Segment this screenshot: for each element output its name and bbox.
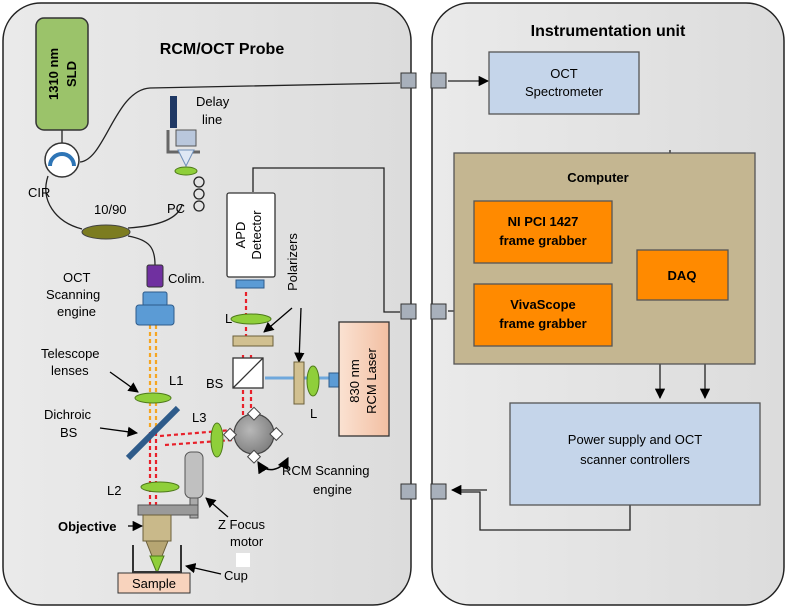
connector-mid-left — [400, 303, 417, 320]
telescope-label-1: Telescope — [41, 346, 100, 361]
l3-label: L3 — [192, 410, 206, 425]
z-focus-label-1: Z Focus — [218, 517, 265, 532]
dichroic-label-1: Dichroic — [44, 407, 91, 422]
ni-pci-box — [473, 200, 613, 264]
circulator — [44, 142, 80, 178]
objective-body — [142, 514, 172, 542]
lens-l-right — [306, 365, 320, 397]
apd-window — [235, 279, 265, 289]
telescope-label-2: lenses — [51, 363, 89, 378]
collimator — [146, 264, 164, 288]
oct-spectrometer-box — [488, 51, 640, 115]
dichroic-beamsplitter — [125, 405, 181, 461]
sample-label: Sample — [132, 576, 176, 591]
sld-label-line1: 1310 nm — [46, 48, 61, 100]
oct-scanner-body — [135, 304, 175, 326]
connector-bottom-left — [400, 483, 417, 500]
delay-line-holder — [175, 129, 197, 147]
objective-label: Objective — [58, 519, 117, 534]
rcm-laser-label-1: 830 nm — [347, 359, 362, 402]
oct-scanning-label-3: engine — [57, 304, 96, 319]
l1-label: L1 — [169, 373, 183, 388]
cir-label: CIR — [28, 185, 50, 200]
lens-l2 — [140, 481, 180, 493]
rcm-scanning-label-1: RCM Scanning — [282, 463, 369, 478]
white-patch — [236, 553, 250, 567]
rcm-laser-window — [328, 372, 340, 388]
delay-line-label-2: line — [202, 112, 222, 127]
delay-line-label-1: Delay — [196, 94, 230, 109]
z-focus-label-2: motor — [230, 534, 264, 549]
apd-label-2: Detector — [249, 210, 264, 260]
sld-source — [35, 17, 89, 131]
oct-spectrometer-label-1: OCT — [550, 66, 578, 81]
objective-cone — [149, 555, 165, 575]
probe-title: RCM/OCT Probe — [160, 41, 285, 58]
ni-pci-label-2: frame grabber — [499, 233, 586, 248]
vivascope-label-1: VivaScope — [510, 297, 576, 312]
connector-mid-right — [430, 303, 447, 320]
coupler-label: 10/90 — [94, 202, 127, 217]
instrumentation-title: Instrumentation unit — [531, 23, 686, 40]
oct-scanning-label-2: Scanning — [46, 287, 100, 302]
l-right-label: L — [310, 406, 317, 421]
l-upper-label: L — [225, 311, 232, 326]
polarizers-label: Polarizers — [285, 233, 300, 291]
delay-line-post — [170, 96, 177, 128]
objective-mount — [137, 504, 199, 516]
apd-label-1: APD — [233, 222, 248, 249]
oct-scanner-top — [142, 291, 168, 307]
fiber-coupler — [81, 224, 131, 240]
z-focus-motor — [184, 451, 204, 499]
circulator-arrow-icon — [48, 152, 76, 167]
colim-label: Colim. — [168, 271, 205, 286]
lens-l-upper — [230, 313, 272, 325]
bs-label: BS — [206, 376, 224, 391]
rcm-scanning-label-2: engine — [313, 482, 352, 497]
power-supply-label-1: Power supply and OCT — [568, 432, 702, 447]
power-supply-label-2: scanner controllers — [580, 452, 690, 467]
lens-l3 — [210, 422, 224, 458]
rotation-arrow-icon — [257, 456, 289, 475]
vivascope-label-2: frame grabber — [499, 316, 586, 331]
polarizer-horizontal — [232, 335, 274, 347]
delay-line-cone-icon — [177, 149, 195, 168]
daq-label: DAQ — [668, 268, 697, 283]
pc-label: PC — [167, 201, 185, 216]
computer-title: Computer — [567, 170, 628, 185]
delay-line-lens — [174, 166, 198, 176]
oct-spectrometer-label-2: Spectrometer — [525, 84, 604, 99]
l2-label: L2 — [107, 483, 121, 498]
oct-scanning-label-1: OCT — [63, 270, 91, 285]
sample — [117, 572, 191, 594]
connector-top-left — [400, 72, 417, 89]
cup — [132, 545, 182, 573]
polarization-controller — [193, 176, 205, 212]
ni-pci-label-1: NI PCI 1427 — [508, 214, 579, 229]
rcm-laser — [338, 321, 390, 437]
power-supply-box — [509, 402, 761, 506]
connector-bottom-right — [430, 483, 447, 500]
daq-box — [636, 249, 729, 301]
cup-label: Cup — [224, 568, 248, 583]
sld-label-line2: SLD — [64, 61, 79, 87]
apd-detector — [226, 192, 276, 278]
polarizer-vertical — [293, 361, 305, 405]
rcm-laser-label-2: RCM Laser — [364, 347, 379, 413]
dichroic-label-2: BS — [60, 425, 78, 440]
connector-top-right — [430, 72, 447, 89]
vivascope-box — [473, 283, 613, 347]
lens-l1 — [134, 392, 172, 404]
